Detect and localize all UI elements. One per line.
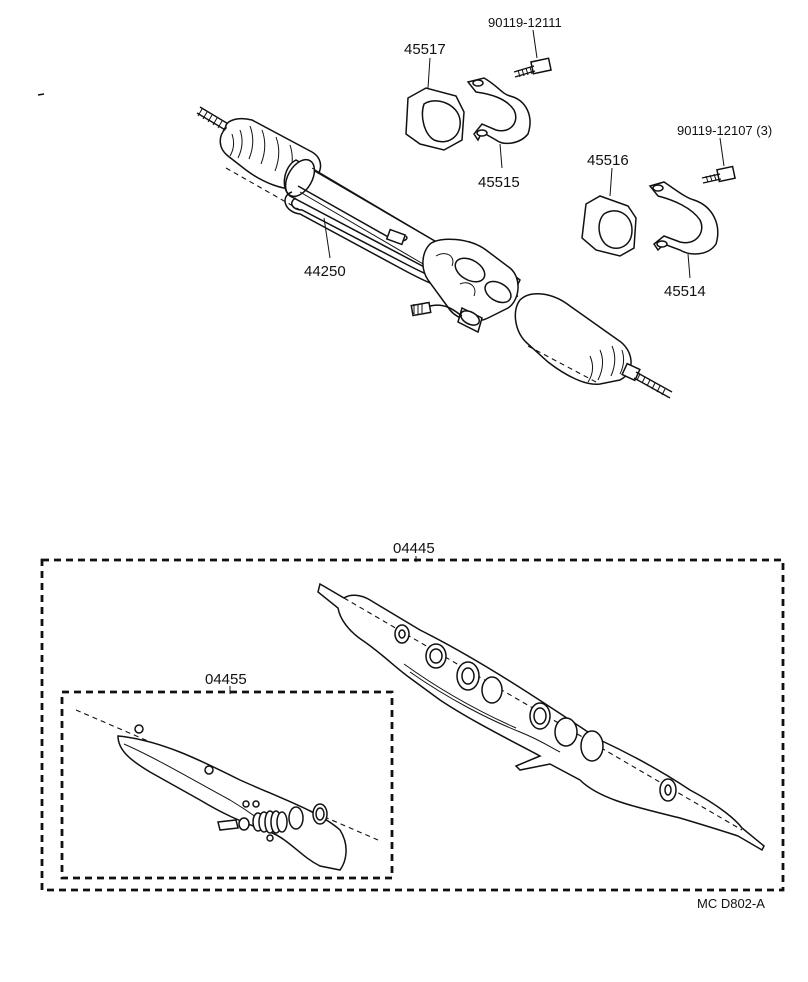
valve-spring [252, 810, 288, 834]
hose-fitting [410, 301, 463, 317]
right-boot [514, 293, 632, 385]
label-bolt-right: 90119-12107 (3) [677, 123, 772, 138]
clamp-right [648, 181, 719, 255]
label-tube-set: 44250 [304, 263, 346, 280]
bolt-right [701, 165, 736, 184]
outer-kit-rack-drawing [317, 582, 765, 852]
label-bracket-upper: 45517 [404, 41, 446, 58]
upper-bracket-set [405, 29, 552, 169]
label-clamp-right: 45514 [664, 283, 706, 300]
right-bracket-set [581, 137, 736, 279]
label-bracket-right: 45516 [587, 152, 629, 169]
clamp-upper [466, 77, 531, 145]
label-kit-inner: 04455 [205, 671, 247, 688]
diagram-code: MC D802-A [697, 896, 765, 911]
kit-04445-box [40, 558, 785, 892]
right-tie-rod-thread [621, 362, 673, 399]
label-clamp-upper: 45515 [478, 174, 520, 191]
kit-04455-box [60, 690, 394, 880]
bolt-upper [513, 57, 552, 78]
label-bolt-upper: 90119-12111 [488, 15, 562, 30]
stray-mark [37, 93, 45, 96]
label-kit-outer: 04445 [393, 540, 435, 557]
steering-rack-assembly [196, 106, 673, 399]
inner-kit-rack-drawing [75, 709, 379, 871]
